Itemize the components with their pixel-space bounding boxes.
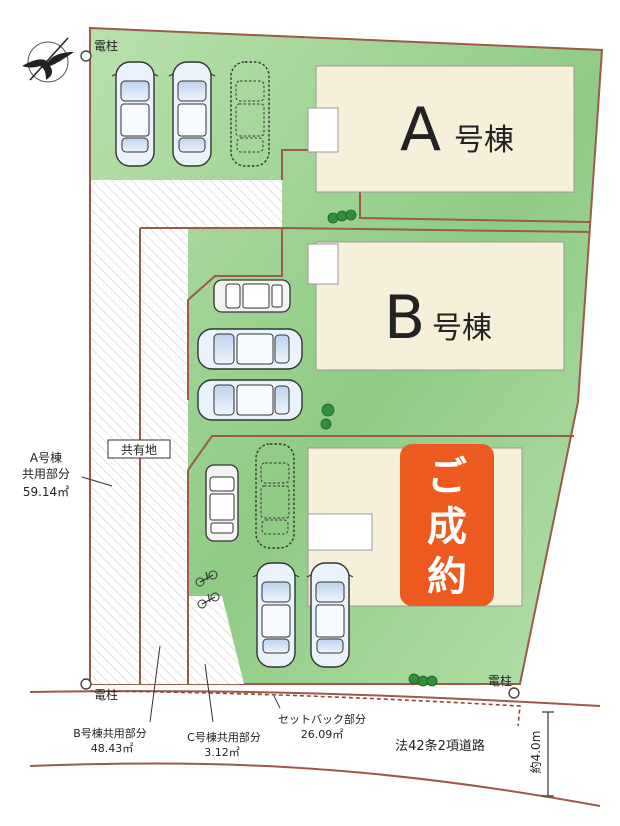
b-share-label-1: B号棟共用部分 <box>73 726 147 740</box>
compass-bird-icon <box>22 37 74 83</box>
road-width-label: 約4.0m <box>528 731 543 774</box>
sold-badge-line3: 約 <box>427 554 467 600</box>
c-share-label-1: C号棟共用部分 <box>187 730 261 744</box>
common-land-label: 共有地 <box>121 443 157 457</box>
house-a: A 号棟 <box>307 65 575 193</box>
b-share-label-2: 48.43㎡ <box>91 742 134 755</box>
leader-lines <box>81 476 281 723</box>
road-width-dimension <box>542 711 554 797</box>
road-label: 法42条2項道路 <box>395 738 485 754</box>
house-b-letter: B <box>384 283 425 353</box>
pole-bottom-right-label: 電柱 <box>488 673 512 688</box>
common-land-box <box>107 439 171 459</box>
house-a-suffix: 号棟 <box>454 123 514 158</box>
road-lines <box>29 690 601 807</box>
setback-label-1: セットバック部分 <box>278 712 366 726</box>
sold-badge-line1: ご <box>427 454 467 500</box>
sold-badge-line2: 成 <box>427 504 467 550</box>
pole-bottom-right-icon <box>508 687 520 699</box>
pole-top-icon <box>80 50 92 62</box>
setback-line <box>89 690 521 727</box>
house-a-letter: A <box>400 95 441 165</box>
setback-label-2: 26.09㎡ <box>301 728 344 741</box>
a-share-label-3: 59.14㎡ <box>23 485 69 499</box>
pole-bottom-left-label: 電柱 <box>94 687 118 702</box>
utility-poles <box>80 50 520 699</box>
house-b: B 号棟 <box>307 241 565 371</box>
pole-top-label: 電柱 <box>94 38 118 53</box>
a-share-label-2: 共用部分 <box>22 466 70 481</box>
pole-bottom-left-icon <box>80 678 92 690</box>
shrubs <box>320 209 438 687</box>
house-b-suffix: 号棟 <box>432 311 492 346</box>
sold-badge <box>400 444 494 606</box>
c-share-label-2: 3.12㎡ <box>204 746 240 759</box>
a-share-label-1: A号棟 <box>30 450 62 465</box>
